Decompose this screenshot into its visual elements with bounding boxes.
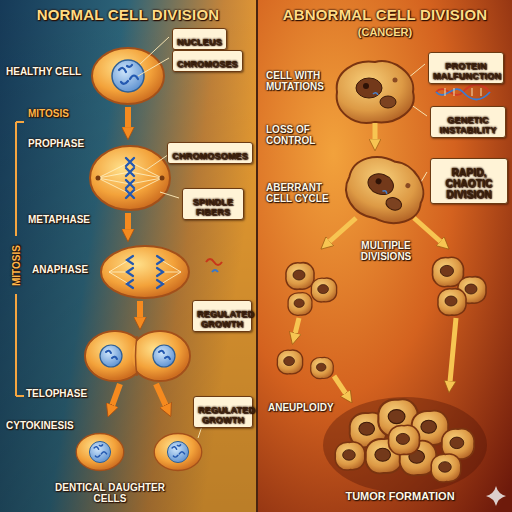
callout-box: CHROMOSOMES bbox=[167, 142, 253, 164]
process-label: MITOSIS bbox=[10, 245, 21, 286]
callout-text: REGULATED GROWTH bbox=[197, 303, 247, 329]
callout-text: GENETIC INSTABILITY bbox=[435, 109, 501, 135]
result-label: DENTICAL DAUGHTER CELLS bbox=[50, 482, 170, 504]
callout-box: PROTEIN MALFUNCTION bbox=[428, 52, 504, 84]
callout-box: REGULATED GROWTH bbox=[192, 300, 252, 332]
phase-label: PROPHASE bbox=[28, 138, 84, 149]
callout-text: PROTEIN MALFUNCTION bbox=[433, 55, 499, 81]
callout-box: CHROMOSES bbox=[172, 50, 243, 72]
normal-arrows bbox=[112, 107, 166, 406]
callout-text: SPINDLE FIBERS bbox=[187, 191, 239, 217]
callout-text: CHROMOSES bbox=[177, 53, 238, 69]
sparkle-mark bbox=[486, 486, 506, 506]
panel-subheading: (CANCER) bbox=[258, 24, 512, 39]
process-label: MULTIPLE DIVISIONS bbox=[351, 240, 421, 262]
callout-box: SPINDLE FIBERS bbox=[182, 188, 244, 220]
phase-label: TELOPHASE bbox=[26, 388, 87, 399]
dna-helix bbox=[436, 85, 490, 100]
callout-text: NUCLEUS bbox=[177, 31, 222, 47]
callout-box: RAPID, CHAOTIC DIVISION bbox=[430, 158, 508, 204]
phase-label: ANAPHASE bbox=[32, 264, 88, 275]
cell-label: CELL WITH MUTATIONS bbox=[266, 70, 332, 92]
process-label: LOSS OF CONTROL bbox=[266, 124, 328, 146]
process-label: ABERRANT CELL CYCLE bbox=[266, 182, 340, 204]
panel-heading: ABNORMAL CELL DIVISION bbox=[258, 0, 512, 24]
callout-text: RAPID, CHAOTIC DIVISION bbox=[435, 161, 503, 201]
callout-box: GENETIC INSTABILITY bbox=[430, 106, 506, 138]
callout-box: NUCLEUS bbox=[172, 28, 227, 50]
result-label: TUMOR FORMATION bbox=[330, 490, 470, 502]
leader-lines bbox=[138, 37, 427, 438]
phase-label: CYTOKINESIS bbox=[6, 420, 74, 431]
process-label: ANEUPLOIDY bbox=[268, 402, 334, 413]
cell-label: HEALTHY CELL bbox=[6, 66, 81, 77]
callout-text: REGULATED GROWTH bbox=[198, 399, 248, 425]
phase-label: METAPHASE bbox=[28, 214, 90, 225]
callout-box: REGULATED GROWTH bbox=[193, 396, 253, 428]
callout-text: CHROMOSOMES bbox=[172, 145, 248, 161]
panel-heading: NORMAL CELL DIVISION bbox=[0, 0, 256, 24]
process-label: MITOSIS bbox=[28, 108, 69, 119]
